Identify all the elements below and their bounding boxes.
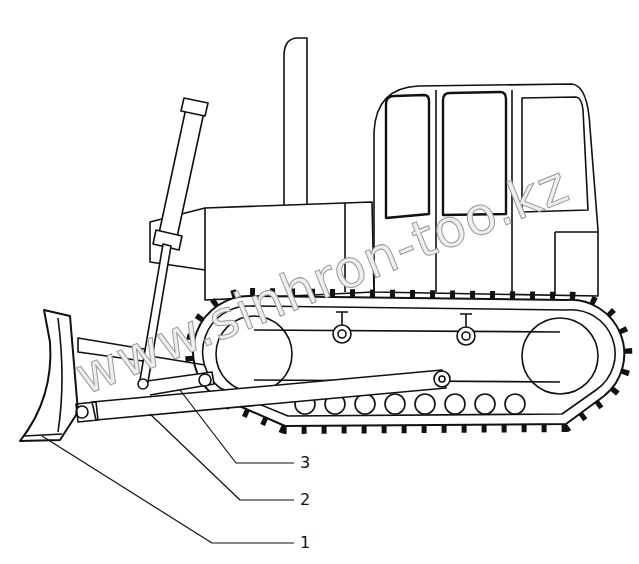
callout-number: 3 xyxy=(300,455,310,471)
blade-edge xyxy=(24,318,62,436)
blade xyxy=(20,310,78,441)
lift-cylinder-barrel xyxy=(158,108,204,242)
callout-number: 2 xyxy=(300,492,310,508)
fuel-tank xyxy=(555,232,598,296)
trunnion xyxy=(434,371,450,387)
leader-line xyxy=(150,414,294,500)
leader-line xyxy=(42,436,294,543)
carrier-rollers xyxy=(333,312,475,345)
push-yoke xyxy=(76,402,98,422)
trunnion-pin xyxy=(439,376,445,382)
brace-pin xyxy=(199,374,211,386)
leader-line xyxy=(180,390,294,463)
callout-number: 1 xyxy=(300,535,310,551)
lift-cylinder-cap xyxy=(181,98,208,116)
cab-window xyxy=(386,95,429,218)
exhaust-stack xyxy=(284,38,307,205)
